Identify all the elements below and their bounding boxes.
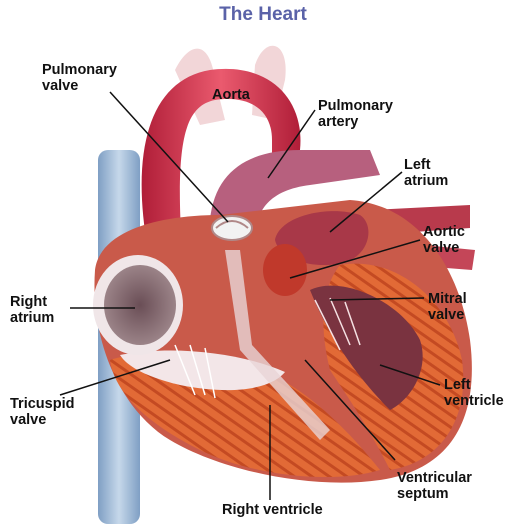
label-left-ventricle-line2: ventricle bbox=[444, 393, 504, 409]
label-right-atrium-line1: Right bbox=[10, 294, 54, 310]
label-mitral-valve-line1: Mitral bbox=[428, 291, 467, 307]
label-ventricular-septum-line2: septum bbox=[397, 486, 472, 502]
label-aorta: Aorta bbox=[212, 87, 250, 103]
label-pulmonary-artery: Pulmonary artery bbox=[318, 98, 393, 130]
label-pulmonary-artery-line2: artery bbox=[318, 114, 393, 130]
label-left-ventricle-line1: Left bbox=[444, 377, 504, 393]
label-right-atrium: Right atrium bbox=[10, 294, 54, 326]
label-pulmonary-valve: Pulmonary valve bbox=[42, 62, 117, 94]
label-right-atrium-line2: atrium bbox=[10, 310, 54, 326]
label-mitral-valve-line2: valve bbox=[428, 307, 467, 323]
label-pulmonary-artery-line1: Pulmonary bbox=[318, 98, 393, 114]
label-pulmonary-valve-line1: Pulmonary bbox=[42, 62, 117, 78]
label-aortic-valve-line2: valve bbox=[423, 240, 465, 256]
label-aortic-valve-line1: Aortic bbox=[423, 224, 465, 240]
label-pulmonary-valve-line2: valve bbox=[42, 78, 117, 94]
right-atrium-shape bbox=[104, 265, 176, 345]
label-left-atrium-line2: atrium bbox=[404, 173, 448, 189]
label-left-atrium-line1: Left bbox=[404, 157, 448, 173]
label-right-ventricle: Right ventricle bbox=[222, 502, 323, 518]
label-tricuspid-valve: Tricuspid valve bbox=[10, 396, 74, 428]
label-left-atrium: Left atrium bbox=[404, 157, 448, 189]
label-tricuspid-valve-line1: Tricuspid bbox=[10, 396, 74, 412]
label-left-ventricle: Left ventricle bbox=[444, 377, 504, 409]
label-mitral-valve: Mitral valve bbox=[428, 291, 467, 323]
label-ventricular-septum-line1: Ventricular bbox=[397, 470, 472, 486]
diagram-title: The Heart bbox=[0, 4, 526, 26]
pulmonary-valve-shape bbox=[212, 216, 252, 240]
label-ventricular-septum: Ventricular septum bbox=[397, 470, 472, 502]
label-tricuspid-valve-line2: valve bbox=[10, 412, 74, 428]
aortic-valve-shape bbox=[263, 244, 307, 296]
label-aortic-valve: Aortic valve bbox=[423, 224, 465, 256]
